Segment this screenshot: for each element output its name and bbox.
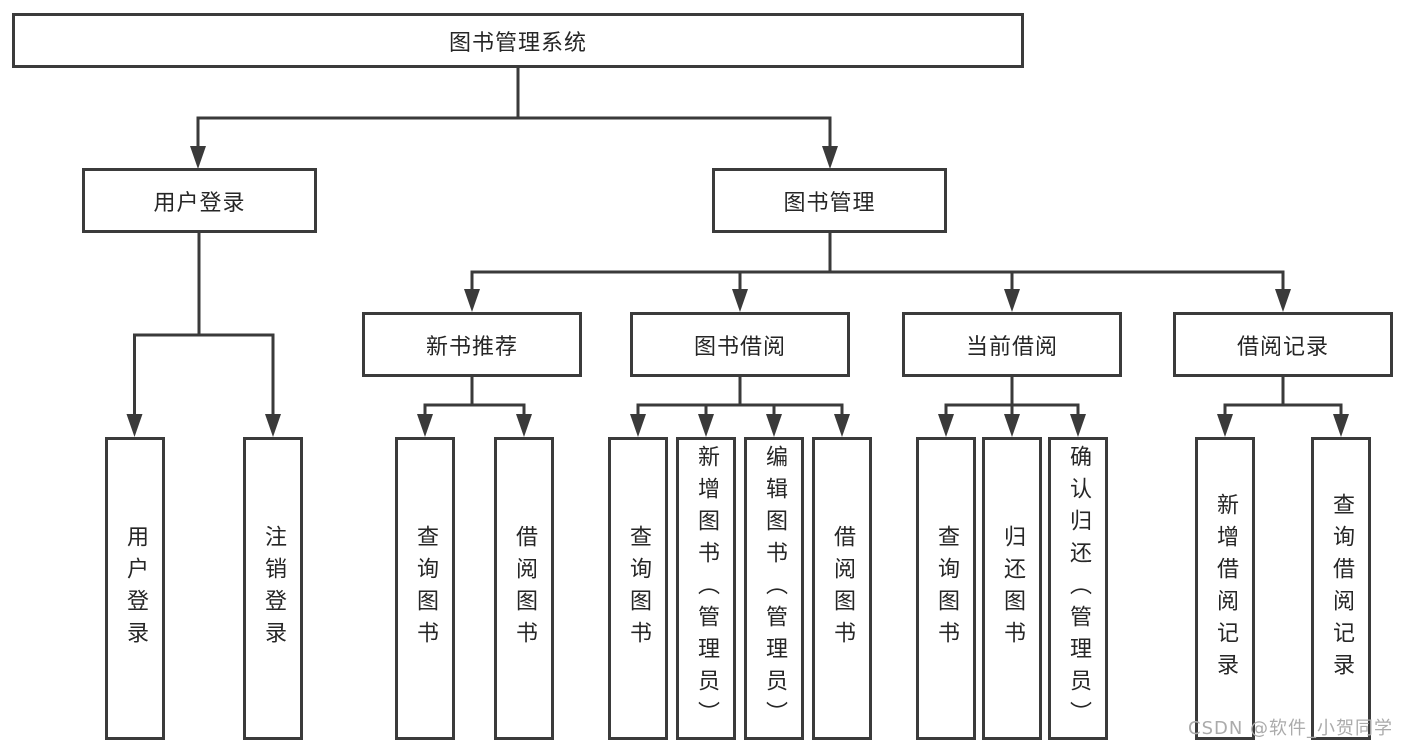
leaf-return-books: 归还图书 (982, 437, 1042, 740)
node-book-borrow: 图书借阅 (630, 312, 850, 377)
leaf-label: 编辑图书（管理员） (762, 444, 787, 733)
node-current-borrow: 当前借阅 (902, 312, 1122, 377)
leaf-query-borrow-record: 查询借阅记录 (1311, 437, 1371, 740)
leaf-label: 用户登录 (123, 524, 148, 653)
leaf-logout: 注销登录 (243, 437, 303, 740)
leaf-add-books-admin: 新增图书（管理员） (676, 437, 736, 740)
leaf-label: 归还图书 (1000, 524, 1025, 653)
leaf-label: 查询图书 (626, 524, 651, 653)
leaf-label: 确认归还（管理员） (1066, 444, 1091, 733)
leaf-confirm-return-admin: 确认归还（管理员） (1048, 437, 1108, 740)
leaf-borrow-books: 借阅图书 (812, 437, 872, 740)
leaf-edit-books-admin: 编辑图书（管理员） (744, 437, 804, 740)
leaf-query-books-newgroup: 查询图书 (395, 437, 455, 740)
leaf-query-books-currentgroup: 查询图书 (916, 437, 976, 740)
leaf-label: 新增借阅记录 (1213, 492, 1238, 685)
leaf-label: 查询借阅记录 (1329, 492, 1354, 685)
leaf-label: 查询图书 (934, 524, 959, 653)
node-book-management: 图书管理 (712, 168, 947, 233)
leaf-label: 查询图书 (413, 524, 438, 653)
leaf-query-books-borrowgroup: 查询图书 (608, 437, 668, 740)
csdn-watermark: CSDN @软件_小贺同学 (1188, 718, 1394, 739)
leaf-add-borrow-record: 新增借阅记录 (1195, 437, 1255, 740)
node-borrow-records: 借阅记录 (1173, 312, 1393, 377)
leaf-label: 借阅图书 (512, 524, 537, 653)
leaf-borrow-books-newgroup: 借阅图书 (494, 437, 554, 740)
node-new-book-recommend: 新书推荐 (362, 312, 582, 377)
leaf-label: 新增图书（管理员） (694, 444, 719, 733)
node-user-login: 用户登录 (82, 168, 317, 233)
leaf-label: 借阅图书 (830, 524, 855, 653)
leaf-user-login: 用户登录 (105, 437, 165, 740)
root-node-library-system: 图书管理系统 (12, 13, 1024, 68)
leaf-label: 注销登录 (261, 524, 286, 653)
